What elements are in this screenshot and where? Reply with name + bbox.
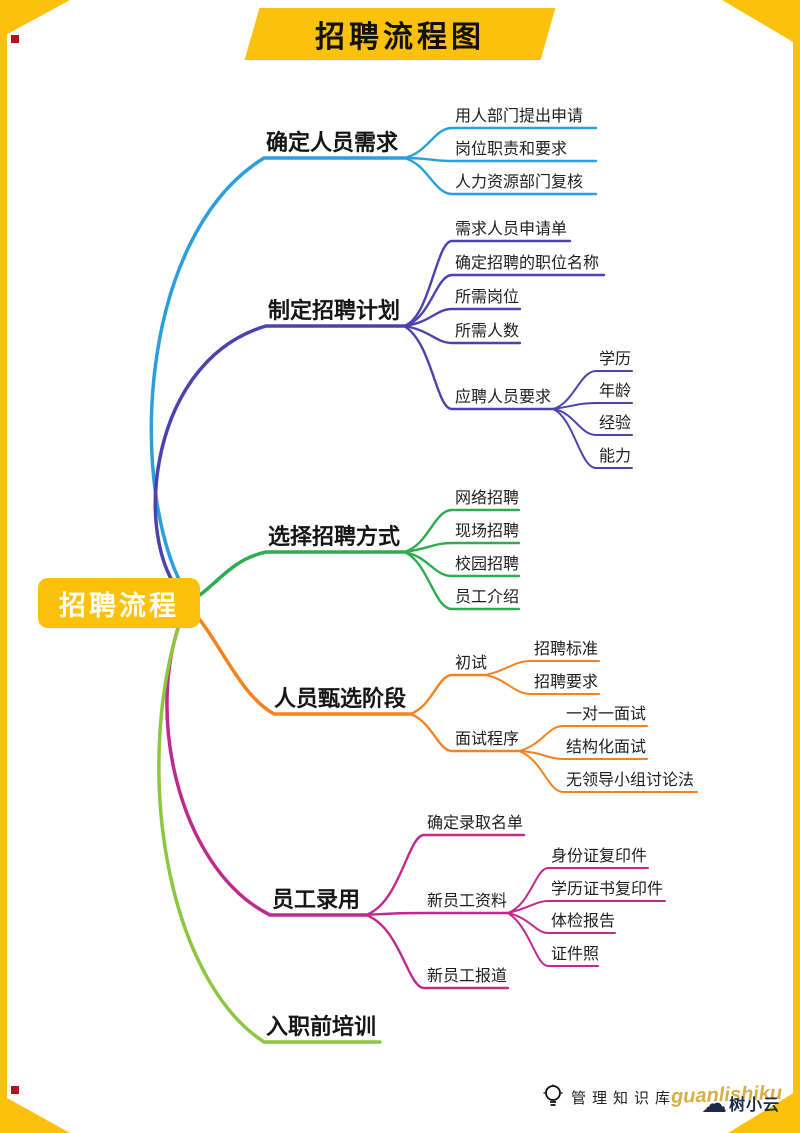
mindmap-node: 所需岗位 bbox=[455, 289, 520, 306]
decoration-red-square-top bbox=[11, 35, 19, 43]
connector bbox=[507, 900, 666, 914]
connector bbox=[552, 408, 633, 469]
mindmap-node: 所需人数 bbox=[455, 323, 520, 340]
connector bbox=[402, 307, 522, 328]
mindmap-node: 一对一面试 bbox=[566, 706, 647, 723]
logo-group: ☁ 树小云 bbox=[701, 1090, 780, 1116]
branch-topic: 入职前培训 bbox=[266, 1014, 377, 1039]
mindmap-node: 确定招聘的职位名称 bbox=[455, 255, 600, 272]
connector bbox=[165, 606, 368, 917]
mindmap-node: 应聘人员要求 bbox=[455, 389, 552, 406]
brand-text: 管理知识库 bbox=[571, 1089, 677, 1107]
connector bbox=[364, 833, 526, 917]
connector bbox=[507, 912, 616, 934]
frame-right-strip bbox=[793, 0, 800, 1133]
cloud-logo-icon: ☁ bbox=[701, 1088, 727, 1118]
connector bbox=[402, 550, 521, 611]
branch-6-connectors bbox=[157, 608, 382, 1044]
footer-watermark: 管理知识库 guanlishiku ☁ 树小云 bbox=[543, 1082, 793, 1124]
lightbulb-icon bbox=[543, 1084, 563, 1106]
mindmap-node: 现场招聘 bbox=[455, 523, 520, 540]
connector bbox=[149, 156, 406, 598]
connector bbox=[408, 673, 488, 716]
mindmap-node: 岗位职责和要求 bbox=[455, 141, 568, 158]
mindmap-node: 证件照 bbox=[551, 946, 600, 963]
branch-topic: 员工录用 bbox=[272, 887, 361, 912]
connector bbox=[552, 370, 633, 410]
mindmap-node: 新员工资料 bbox=[427, 893, 508, 910]
mindmap-node: 初试 bbox=[455, 655, 488, 672]
mindmap-node: 无领导小组讨论法 bbox=[566, 772, 695, 789]
connector bbox=[402, 541, 521, 554]
connector bbox=[485, 660, 600, 676]
root-label: 招聘流程 bbox=[59, 590, 179, 621]
branch-2-connectors bbox=[153, 239, 633, 602]
mindmap-node: 员工介绍 bbox=[455, 589, 520, 606]
mindmap-node: 人力资源部门复核 bbox=[455, 174, 584, 191]
connector bbox=[153, 324, 406, 602]
mindmap-node: 能力 bbox=[599, 448, 632, 465]
branch-topic: 制定招聘计划 bbox=[268, 298, 401, 323]
branch-1-connectors bbox=[149, 126, 598, 598]
connector bbox=[518, 750, 698, 793]
mindmap-node: 招聘要求 bbox=[534, 674, 599, 691]
branch-topic: 确定人员需求 bbox=[266, 130, 399, 155]
connector bbox=[402, 156, 598, 163]
mindmap-node: 招聘标准 bbox=[534, 641, 599, 658]
mindmap-node: 年龄 bbox=[599, 383, 632, 400]
connector bbox=[402, 156, 598, 196]
connector bbox=[552, 402, 633, 410]
connector bbox=[552, 408, 633, 436]
connector bbox=[186, 550, 406, 604]
mindmap-node: 结构化面试 bbox=[566, 739, 647, 756]
branch-topic: 人员甄选阶段 bbox=[274, 686, 407, 711]
decoration-red-square-bottom bbox=[11, 1086, 19, 1094]
mindmap-node: 用人部门提出申请 bbox=[455, 108, 584, 125]
mindmap-node: 经验 bbox=[599, 415, 632, 432]
connector bbox=[507, 912, 599, 967]
mindmap-node: 校园招聘 bbox=[455, 556, 520, 573]
branch-4-connectors bbox=[186, 604, 698, 793]
connector bbox=[408, 712, 521, 753]
mindmap-node: 身份证复印件 bbox=[551, 848, 648, 865]
mindmap-node: 需求人员申请单 bbox=[455, 221, 568, 238]
mindmap-node: 新员工报道 bbox=[427, 968, 508, 985]
connector bbox=[402, 508, 521, 554]
connector bbox=[402, 273, 606, 328]
mindmap-root-node: 招聘流程 bbox=[38, 578, 200, 628]
connector bbox=[364, 911, 510, 917]
mindmap-node: 学历证书复印件 bbox=[551, 881, 664, 898]
mindmap-node: 学历 bbox=[599, 351, 632, 368]
mindmap-node: 网络招聘 bbox=[455, 490, 520, 507]
connector bbox=[402, 324, 522, 345]
connector bbox=[157, 608, 382, 1044]
connector bbox=[402, 239, 572, 328]
connector bbox=[402, 126, 598, 160]
connector bbox=[364, 913, 510, 990]
connector bbox=[402, 550, 521, 578]
mindmap-node: 面试程序 bbox=[455, 731, 520, 748]
branch-topic: 选择招聘方式 bbox=[268, 524, 401, 549]
brand-row: 管理知识库 bbox=[543, 1084, 793, 1110]
mindmap-node: 体检报告 bbox=[551, 913, 616, 930]
connector bbox=[518, 725, 648, 752]
connector bbox=[518, 750, 648, 760]
connector bbox=[402, 324, 555, 411]
connector bbox=[485, 674, 600, 695]
mindmap-node: 确定录取名单 bbox=[427, 815, 524, 832]
frame-left-strip bbox=[0, 0, 7, 1133]
connector bbox=[507, 867, 649, 914]
logo-text: 树小云 bbox=[729, 1097, 781, 1114]
